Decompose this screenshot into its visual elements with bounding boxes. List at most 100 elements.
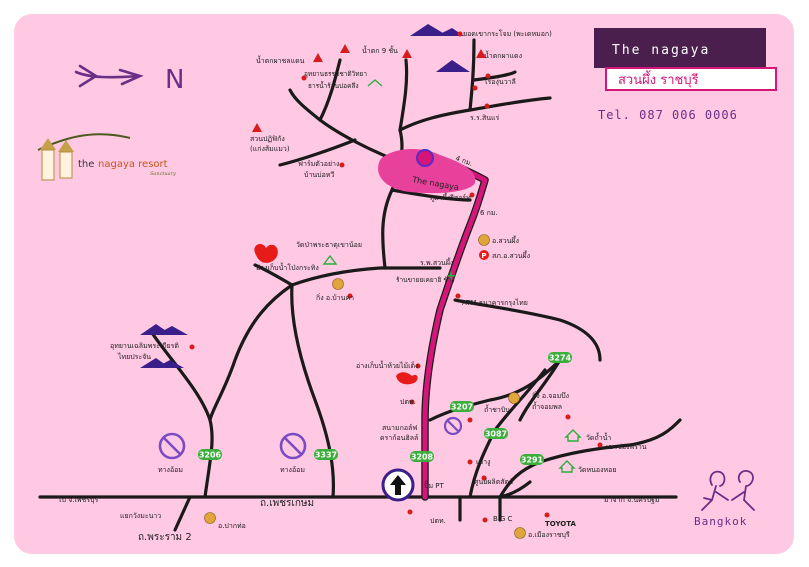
logo-hut-icon [40, 138, 74, 152]
label-phetkasem: ถ.เพชรเกษม [260, 498, 314, 509]
mountain-icon [436, 60, 470, 72]
poi-dot [544, 512, 550, 518]
road-3291 [498, 418, 682, 499]
route-badge: 3208 [410, 451, 434, 462]
label-jombueng-1: กิ่ง อ.จอมบึง [532, 391, 569, 400]
poi-dot [565, 414, 571, 420]
svg-text:3207: 3207 [451, 403, 473, 412]
hospital-icon: + [446, 269, 457, 284]
road-left-c [253, 263, 294, 287]
svg-text:3206: 3206 [199, 451, 222, 460]
no-entry-icon [443, 416, 463, 436]
road-3207 [428, 358, 562, 422]
logo-hut-icon [41, 149, 55, 181]
poi-dot [407, 509, 413, 515]
no-entry-icon [158, 432, 186, 460]
label-muang: อ.เมืองราชบุรี [528, 531, 570, 539]
road-resort-loop [390, 188, 472, 202]
label-farm-2: บ้านบ่อหวี [304, 171, 334, 179]
label-cave: ถ้ำชาบิน [484, 403, 510, 414]
district-icon [508, 392, 520, 404]
logo-brand-colored: nagaya resort [98, 159, 168, 170]
label-park-2: ธารน้ำร้อนบ่อคลึง [308, 81, 359, 90]
poi-dot [472, 85, 478, 91]
poi-dot [467, 459, 473, 465]
no-entry-label: ทางอ้อม [158, 466, 183, 474]
label-market: ร้านขายยเคยาฮิ ช้าง [396, 276, 455, 284]
poi-dot [347, 293, 353, 299]
resort-logo: the nagaya resort Sanctuary [37, 133, 176, 181]
mountain-icon [155, 360, 184, 368]
route-badge: 3291 [520, 454, 544, 465]
poi-dot [482, 517, 488, 523]
logo-tagline: Sanctuary [150, 171, 176, 177]
route-badge: 3207 [450, 401, 474, 412]
route-badge: 3274 [548, 352, 572, 363]
bangkok-mark: Bangkok [694, 470, 755, 528]
label-pakthor: ปตท. [400, 398, 416, 406]
district-icon [478, 234, 490, 246]
district-icon [204, 512, 216, 524]
label-pakthor-2: อ.ปากท่อ [218, 522, 246, 530]
label-nationalpark-2: ไทยประจัน [117, 352, 151, 361]
district-icon [332, 278, 344, 290]
mountain-icon [410, 24, 448, 36]
mountain-icons [140, 24, 470, 368]
waterfall-icon [313, 53, 323, 62]
svg-text:3291: 3291 [521, 456, 544, 465]
temple-icon [564, 429, 582, 442]
label-atm: ATM ธนาคารกรุงไทย [462, 298, 528, 307]
road-3337 [290, 283, 335, 499]
label-nationalpark-1: อุทยานเฉลิมพระเกียรติ [110, 342, 179, 350]
district-markers [204, 234, 526, 539]
no-entry-signs [158, 416, 463, 460]
label-amphoe: อ.สวนผึ้ง [492, 234, 519, 245]
svg-text:3087: 3087 [485, 430, 507, 439]
poi-dot [484, 103, 490, 109]
label-bigc: BIG C [493, 515, 513, 523]
district-icon [514, 527, 526, 539]
road-3274 [518, 358, 562, 422]
poi-dot [189, 344, 195, 350]
poi-dot [301, 75, 307, 81]
route-badge: 3337 [314, 449, 338, 460]
main-route [422, 157, 488, 500]
label-golf-2: ดราก้อนฮิลล์ [380, 434, 418, 442]
label-hospital: ร.พ.สวนผึ้ง [420, 256, 453, 267]
road-to-waterfall9 [398, 58, 409, 132]
label-reservoir-2: อ่างเก็บน้ำห้วยไม้เต็ง [356, 359, 418, 370]
label-golf-1: สนามกอล์ฟ [382, 424, 417, 432]
svg-text:3208: 3208 [411, 453, 434, 462]
north-arrow-icon [74, 64, 144, 88]
label-to-phet: ไป จ.เพชรบุรี [57, 495, 98, 504]
title-box-bg [594, 28, 766, 68]
label-farm-1: ฟาร์มตัวอย่าง [298, 160, 339, 168]
label-waterfall-deang: น้ำตกผาแดง [484, 49, 522, 60]
road-atm-branch [453, 298, 602, 362]
road-to-waterfall-chon [318, 58, 342, 122]
label-police: สภ.อ.สวนผึ้ง [492, 249, 530, 260]
poi-markers [189, 31, 603, 523]
label-jombueng-2: ถ้ำจอมพล [532, 400, 562, 411]
svg-text:3337: 3337 [315, 451, 337, 460]
label-rama2: ถ.พระราม 2 [138, 532, 192, 543]
no-entry-icon [279, 432, 307, 460]
city-label: Bangkok [694, 515, 747, 528]
road-bigc [498, 480, 532, 522]
label-khaochong: เขาช่องพราน [606, 443, 647, 451]
title-subtitle: สวนผึ้ง ราชบุรี [618, 70, 699, 88]
road-to-farm [278, 138, 357, 167]
title-name: The nagaya [612, 43, 710, 58]
place-labels: ยอดเขากระโจม (พะเดหมอก) น้ำตก 9 ชั้น น้ำ… [57, 29, 660, 543]
label-rai: ไร่องุ่นวาลี [483, 77, 516, 86]
label-reservoir: อ่างเก็บน้ำโป่งกระทิง [256, 261, 319, 272]
label-bankha: กิ่ง อ.บ้านคา [316, 293, 354, 302]
title-box: The nagaya สวนผึ้ง ราชบุรี Tel. 087 006 … [594, 28, 777, 122]
police-icon-glyph: P [481, 252, 486, 260]
police-icon [479, 250, 489, 260]
label-park-1: อุทยานธรรมชาติวิทยา [304, 70, 367, 78]
label-temple: วัดป่าพระธาตุเขาน้อย [296, 241, 362, 249]
route-badge: 3206 [198, 449, 222, 460]
road-network [38, 38, 682, 532]
label-khaoyu: เขางู [476, 458, 491, 466]
